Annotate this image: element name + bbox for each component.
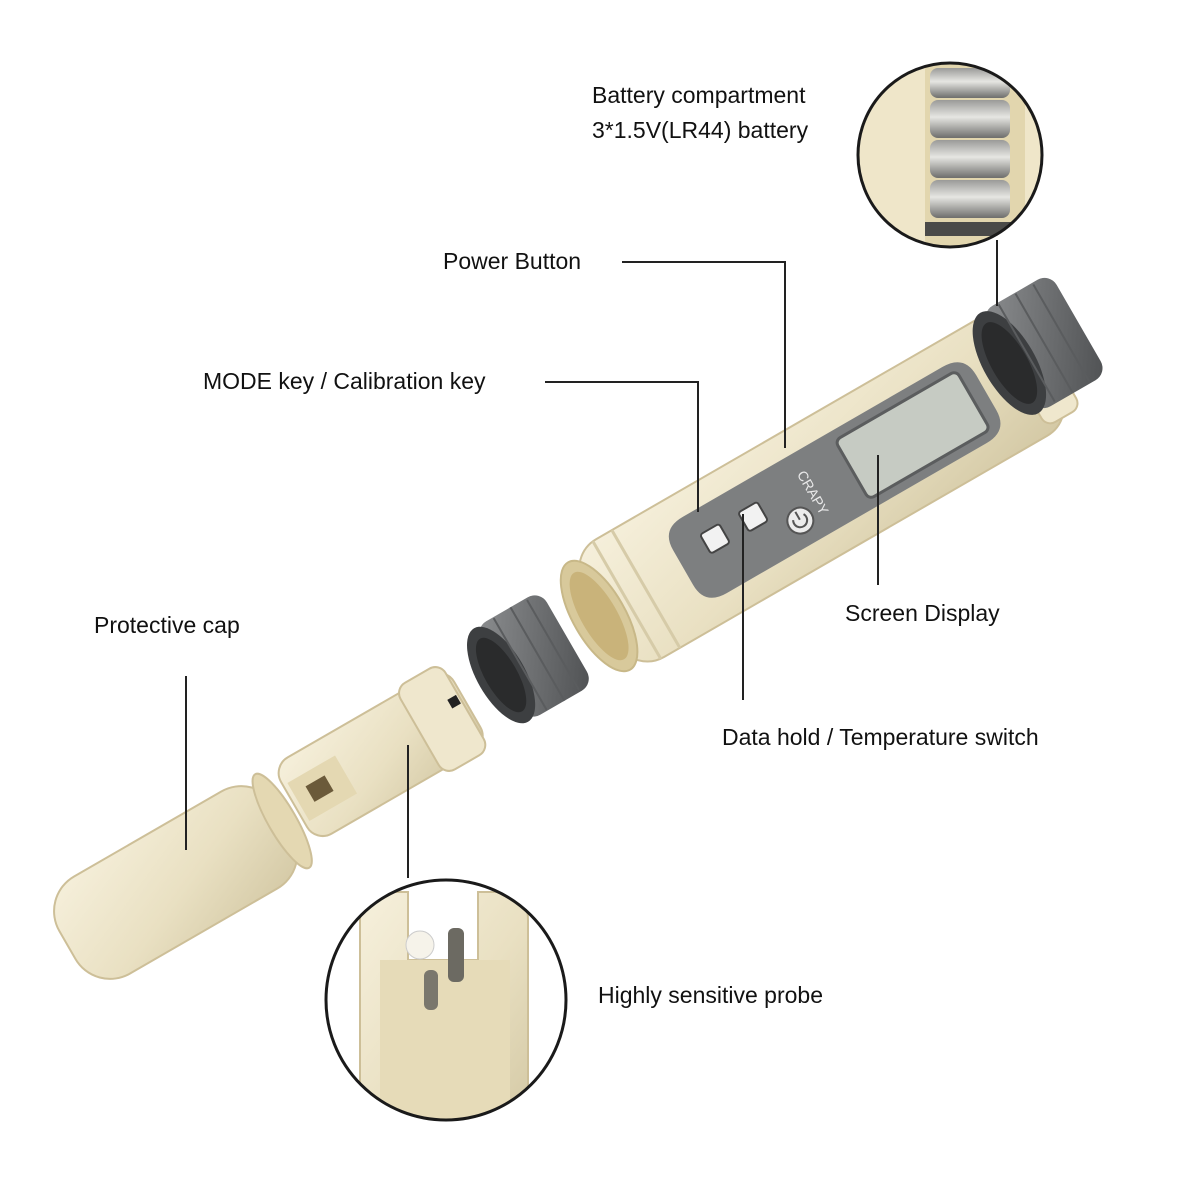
battery-zoom-circle — [856, 61, 1044, 249]
probe-label: Highly sensitive probe — [598, 982, 824, 1008]
power-button-label: Power Button — [443, 248, 582, 274]
protective-cap-part — [53, 772, 313, 980]
lcd-screen — [835, 371, 990, 499]
top-cap — [972, 277, 1103, 415]
battery-label-line-1: Battery compartment — [592, 82, 806, 108]
middle-cap — [467, 595, 589, 724]
probe-section — [277, 666, 487, 838]
battery-compartment-label: Battery compartment 3*1.5V(LR44) battery — [592, 78, 808, 147]
leader-lines — [185, 240, 998, 878]
screen-display-label: Screen Display — [845, 600, 1000, 626]
battery-label-line-2: 3*1.5V(LR44) battery — [592, 116, 809, 143]
mode-key-label: MODE key / Calibration key — [203, 368, 486, 394]
power-button[interactable] — [783, 503, 819, 539]
meter-body: CRAPY — [559, 305, 1079, 673]
leader-line-power — [622, 261, 786, 448]
leader-line-mode — [545, 381, 699, 512]
data-hold-label: Data hold / Temperature switch — [722, 724, 1039, 750]
probe-zoom-circle — [324, 878, 568, 1122]
mode-button[interactable] — [700, 523, 730, 554]
protective-cap-label: Protective cap — [94, 612, 240, 638]
